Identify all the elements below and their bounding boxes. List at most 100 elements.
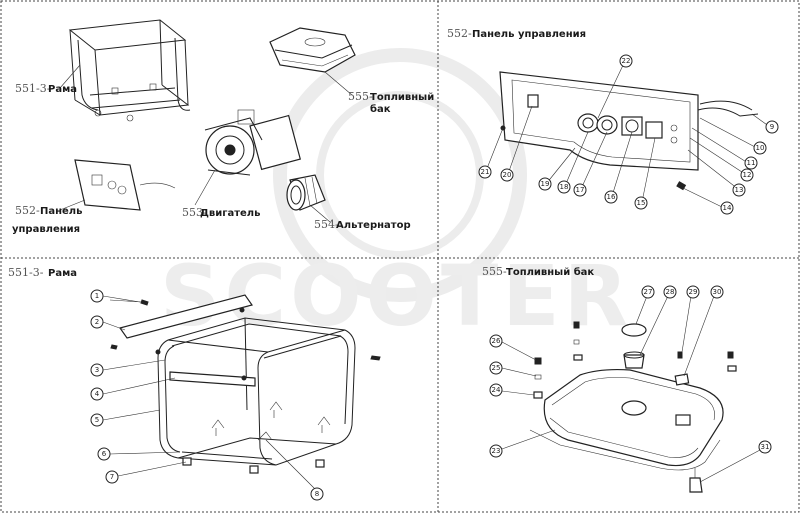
panel-detail-title: Панель управления (472, 29, 586, 40)
svg-text:23: 23 (492, 447, 501, 455)
overview-fuel-tank-code: 555- (348, 90, 373, 103)
svg-text:12: 12 (743, 171, 752, 179)
frame-detail-drawing (109, 294, 381, 474)
panel-detail: 552- Панель управления (447, 27, 779, 215)
panel-detail-code: 552- (447, 27, 472, 40)
svg-text:21: 21 (481, 168, 490, 176)
overview-panel-drawing (74, 159, 176, 211)
tank-detail: 555- Топливный бак (482, 265, 772, 493)
callout-25: 25 (489, 361, 503, 375)
svg-text:31: 31 (761, 443, 770, 451)
callout-5: 5 (90, 413, 104, 427)
callout-27: 27 (641, 285, 655, 299)
callout-28: 28 (663, 285, 677, 299)
callout-24: 24 (489, 383, 503, 397)
callout-11: 11 (744, 156, 758, 170)
overview-panel-code: 552- (15, 204, 40, 217)
panel-detail-callouts: 9 10 11 12 13 14 15 16 17 18 19 20 21 22 (478, 54, 779, 215)
overview-frame-drawing (68, 19, 191, 122)
panel-switch (527, 94, 539, 108)
callout-15: 15 (634, 196, 648, 210)
watermark: SCOOTER (160, 48, 632, 345)
svg-text:18: 18 (560, 183, 569, 191)
callout-14: 14 (720, 201, 734, 215)
callout-18: 18 (557, 180, 571, 194)
overview-engine-drawing (204, 109, 302, 176)
svg-text:14: 14 (723, 204, 732, 212)
callout-10: 10 (753, 141, 767, 155)
svg-text:26: 26 (492, 337, 501, 345)
svg-text:5: 5 (95, 416, 99, 424)
svg-text:25: 25 (492, 364, 501, 372)
svg-text:11: 11 (747, 159, 756, 167)
svg-text:22: 22 (622, 57, 631, 65)
svg-text:16: 16 (607, 193, 616, 201)
overview-panel-label-1: Панель (40, 206, 82, 217)
watermark-text: SCOOTER (160, 247, 632, 345)
callout-2: 2 (90, 315, 104, 329)
svg-text:15: 15 (637, 199, 646, 207)
overview-fuel-tank-label-2: бак (370, 103, 391, 115)
svg-text:8: 8 (315, 490, 319, 498)
callout-20: 20 (500, 168, 514, 182)
overview-alternator-code: 554- (314, 218, 339, 231)
svg-text:9: 9 (770, 123, 774, 131)
svg-text:7: 7 (110, 473, 114, 481)
svg-text:24: 24 (492, 386, 501, 394)
tank-detail-code: 555- (482, 265, 507, 278)
panel-detail-drawing (499, 71, 759, 191)
tank-detail-drawing (529, 321, 737, 493)
tank-detail-callouts: 23 24 25 26 27 28 29 30 31 (489, 285, 772, 458)
tank-detail-title: Топливный бак (506, 266, 594, 278)
svg-text:10: 10 (756, 144, 765, 152)
overview-alternator-drawing (286, 174, 326, 211)
frame-detail-callouts: 1 2 3 4 5 6 7 8 (90, 289, 324, 501)
callout-1: 1 (90, 289, 104, 303)
overview-frame-code: 551-3- (15, 82, 51, 95)
callout-7: 7 (105, 470, 119, 484)
svg-text:19: 19 (541, 180, 550, 188)
callout-23: 23 (489, 444, 503, 458)
overview-fuel-tank-label-1: Топливный (370, 92, 434, 103)
frame-detail-code: 551-3- (8, 266, 44, 279)
overview-panel-label-2: управления (12, 224, 80, 235)
callout-19: 19 (538, 177, 552, 191)
svg-text:1: 1 (95, 292, 99, 300)
callout-30: 30 (710, 285, 724, 299)
overview-alternator-label: Альтернатор (336, 220, 411, 231)
frame-detail-title: Рама (48, 268, 77, 279)
callout-17: 17 (573, 183, 587, 197)
frame-detail-leaders (102, 295, 317, 491)
callout-29: 29 (686, 285, 700, 299)
frame-detail: 551-3- Рама (8, 266, 381, 501)
callout-4: 4 (90, 387, 104, 401)
callout-31: 31 (758, 440, 772, 454)
callout-22: 22 (619, 54, 633, 68)
callout-9: 9 (765, 120, 779, 134)
callout-21: 21 (478, 165, 492, 179)
tank-detail-leaders (501, 295, 761, 483)
panel-detail-leaders (485, 60, 771, 209)
watermark-ring (273, 48, 527, 302)
overview-frame-label: Рама (48, 84, 77, 95)
svg-text:29: 29 (689, 288, 698, 296)
overview-engine-code: 553- (182, 206, 207, 219)
svg-text:30: 30 (713, 288, 722, 296)
callout-13: 13 (732, 183, 746, 197)
svg-text:2: 2 (95, 318, 99, 326)
overview-panel: 551-3- Рама 555- Топливный бак 553- Двиг… (12, 19, 434, 235)
callout-6: 6 (97, 447, 111, 461)
callout-3: 3 (90, 363, 104, 377)
overview-fuel-tank-drawing (269, 27, 356, 73)
svg-text:27: 27 (644, 288, 653, 296)
callout-16: 16 (604, 190, 618, 204)
overview-engine-label: Двигатель (200, 208, 260, 219)
svg-text:13: 13 (735, 186, 744, 194)
svg-text:6: 6 (102, 450, 107, 458)
callout-8: 8 (310, 487, 324, 501)
callout-26: 26 (489, 334, 503, 348)
callout-12: 12 (740, 168, 754, 182)
svg-text:3: 3 (95, 366, 99, 374)
svg-text:17: 17 (576, 186, 585, 194)
